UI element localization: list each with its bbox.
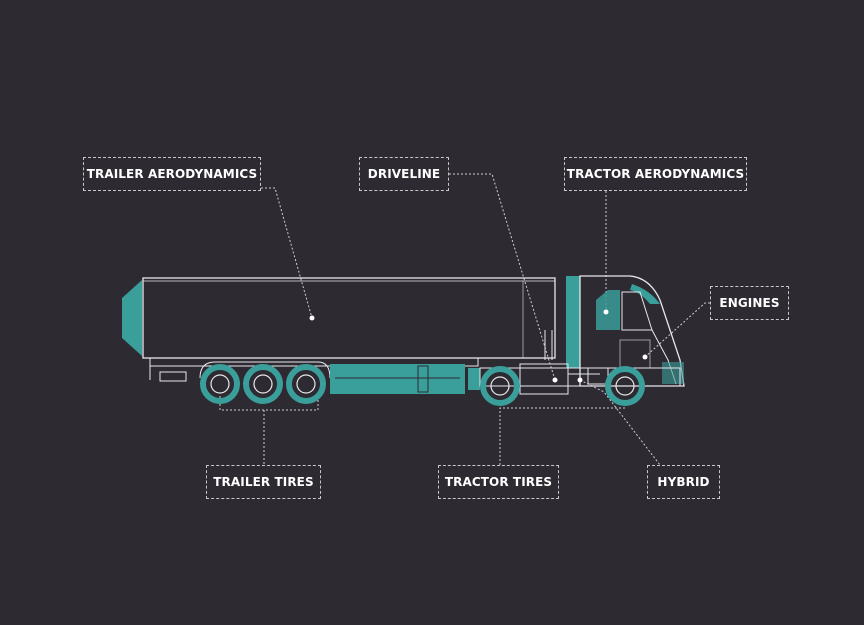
leader-trailer-aero [261,187,313,319]
label-driveline[interactable]: DRIVELINE [359,157,449,191]
tractor-aero-fairing [566,276,580,368]
trailer [122,277,556,394]
label-tractor-tires[interactable]: TRACTOR TIRES [438,465,559,499]
dot-engines [642,354,648,360]
trailer-wheel [286,364,326,404]
callout-dots [309,309,648,383]
trailer-aero-nose [122,280,142,356]
dot-tractor-aero [603,309,609,315]
label-tractor-aerodynamics[interactable]: TRACTOR AERODYNAMICS [564,157,747,191]
label-hybrid[interactable]: HYBRID [647,465,720,499]
leader-tractor-tires [499,407,625,465]
leader-engines [644,302,710,358]
tractor [479,275,685,395]
trailer-box [142,277,556,359]
label-engines[interactable]: ENGINES [710,286,789,320]
trailer-wheel [243,364,283,404]
dot-hybrid [577,377,583,383]
leader-driveline [449,173,556,381]
wheels [200,364,645,406]
label-trailer-tires[interactable]: TRAILER TIRES [206,465,321,499]
leader-lines [219,173,710,466]
dot-trailer-aero [309,315,315,321]
tractor-wheel [480,366,520,406]
label-trailer-aerodynamics[interactable]: TRAILER AERODYNAMICS [83,157,261,191]
tractor-wheel [605,366,645,406]
dot-driveline [552,377,558,383]
hybrid-pack [330,364,465,394]
trailer-wheel [200,364,240,404]
